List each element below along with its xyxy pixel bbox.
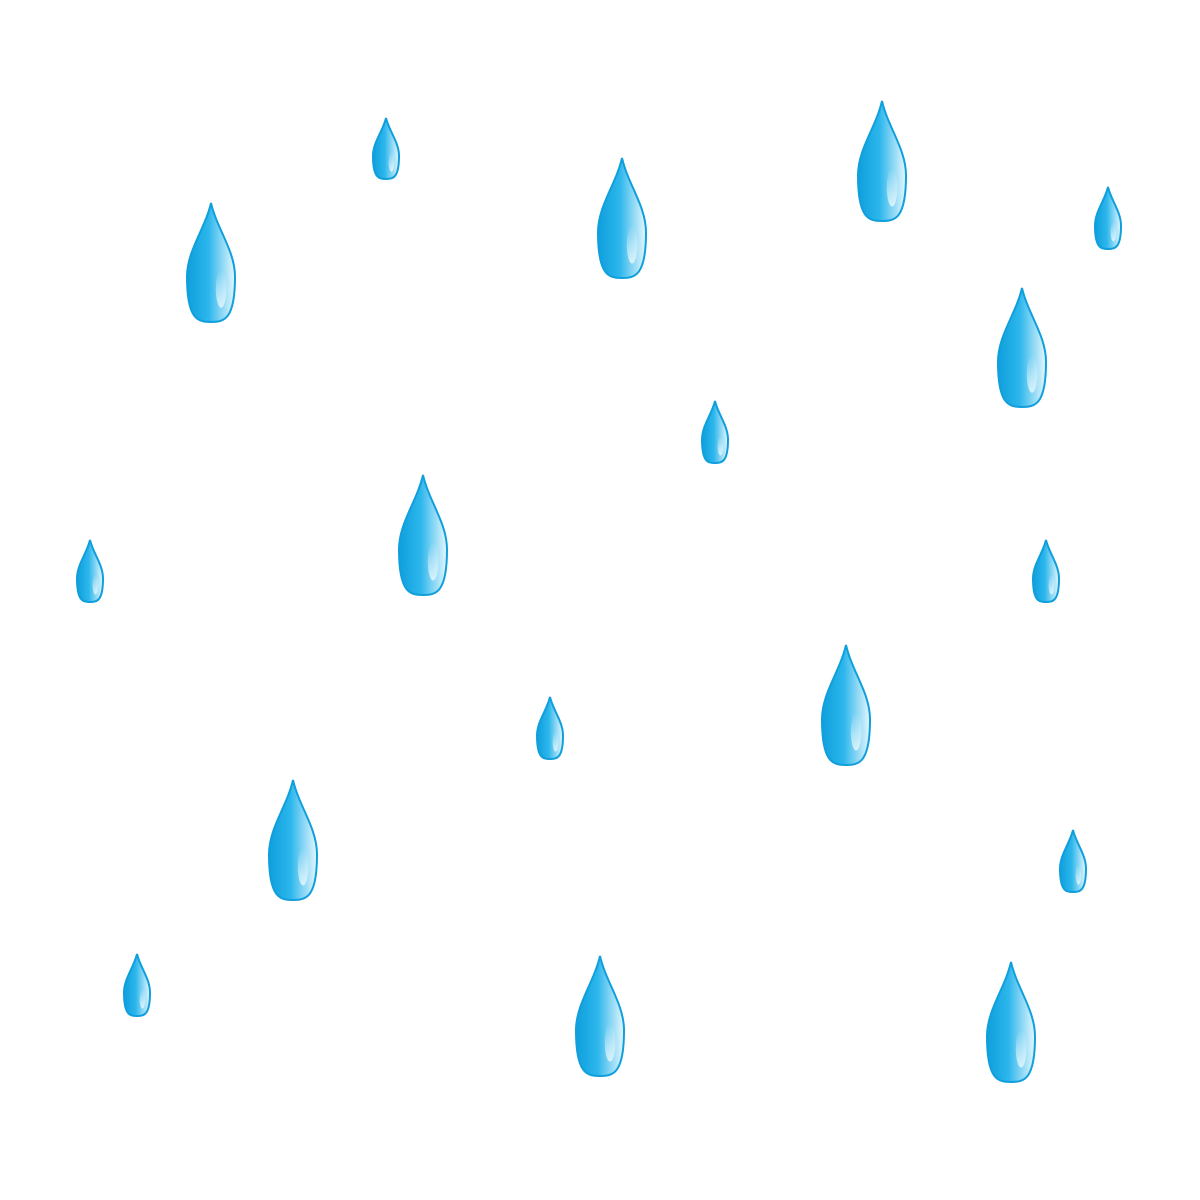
raindrop-body (75, 539, 105, 604)
raindrop-small (122, 953, 152, 1018)
raindrop-small (1031, 539, 1061, 604)
raindrop-body (535, 696, 565, 761)
raindrop-highlight (139, 988, 146, 1009)
raindrop-body (1093, 186, 1123, 251)
raindrop-highlight (92, 574, 99, 595)
raindrop-large (820, 644, 872, 767)
raindrop-small (1058, 829, 1088, 894)
raindrop-body (371, 117, 401, 181)
raindrop-highlight (297, 847, 309, 886)
raindrop-highlight (717, 435, 724, 456)
raindrop-highlight (552, 731, 559, 752)
raindrop-body (700, 400, 730, 465)
raindrop-large (185, 202, 237, 324)
raindrop-highlight (604, 1023, 616, 1062)
raindrop-body (122, 953, 152, 1018)
raindrop-body (820, 644, 872, 767)
raindrop-large (856, 100, 908, 223)
raindrop-highlight (850, 712, 862, 751)
raindrop-large (267, 779, 319, 902)
raindrop-large (574, 955, 626, 1078)
raindrop-body (574, 955, 626, 1078)
raindrop-highlight (1026, 354, 1038, 393)
raindrop-highlight (215, 269, 227, 308)
raindrop-highlight (1075, 864, 1082, 885)
raindrop-body (985, 961, 1037, 1084)
raindrop-highlight (1110, 221, 1117, 242)
raindrop-body (1031, 539, 1061, 604)
raindrop-highlight (427, 542, 439, 581)
raindrop-body (185, 202, 237, 324)
raindrop-small (1093, 186, 1123, 251)
raindrop-highlight (886, 168, 898, 207)
raindrop-highlight (388, 152, 395, 172)
raindrop-highlight (626, 225, 638, 264)
raindrop-highlight (1015, 1029, 1027, 1068)
raindrop-body (397, 474, 449, 597)
raindrop-body (856, 100, 908, 223)
raindrop-small (371, 117, 401, 181)
raindrop-small (700, 400, 730, 465)
raindrop-large (985, 961, 1037, 1084)
raindrop-body (1058, 829, 1088, 894)
raindrop-large (996, 287, 1048, 409)
raindrop-small (75, 539, 105, 604)
raindrop-body (596, 157, 648, 280)
raindrop-body (267, 779, 319, 902)
raindrop-large (397, 474, 449, 597)
raindrop-highlight (1048, 574, 1055, 595)
raindrop-large (596, 157, 648, 280)
raindrop-small (535, 696, 565, 761)
raindrop-body (996, 287, 1048, 409)
